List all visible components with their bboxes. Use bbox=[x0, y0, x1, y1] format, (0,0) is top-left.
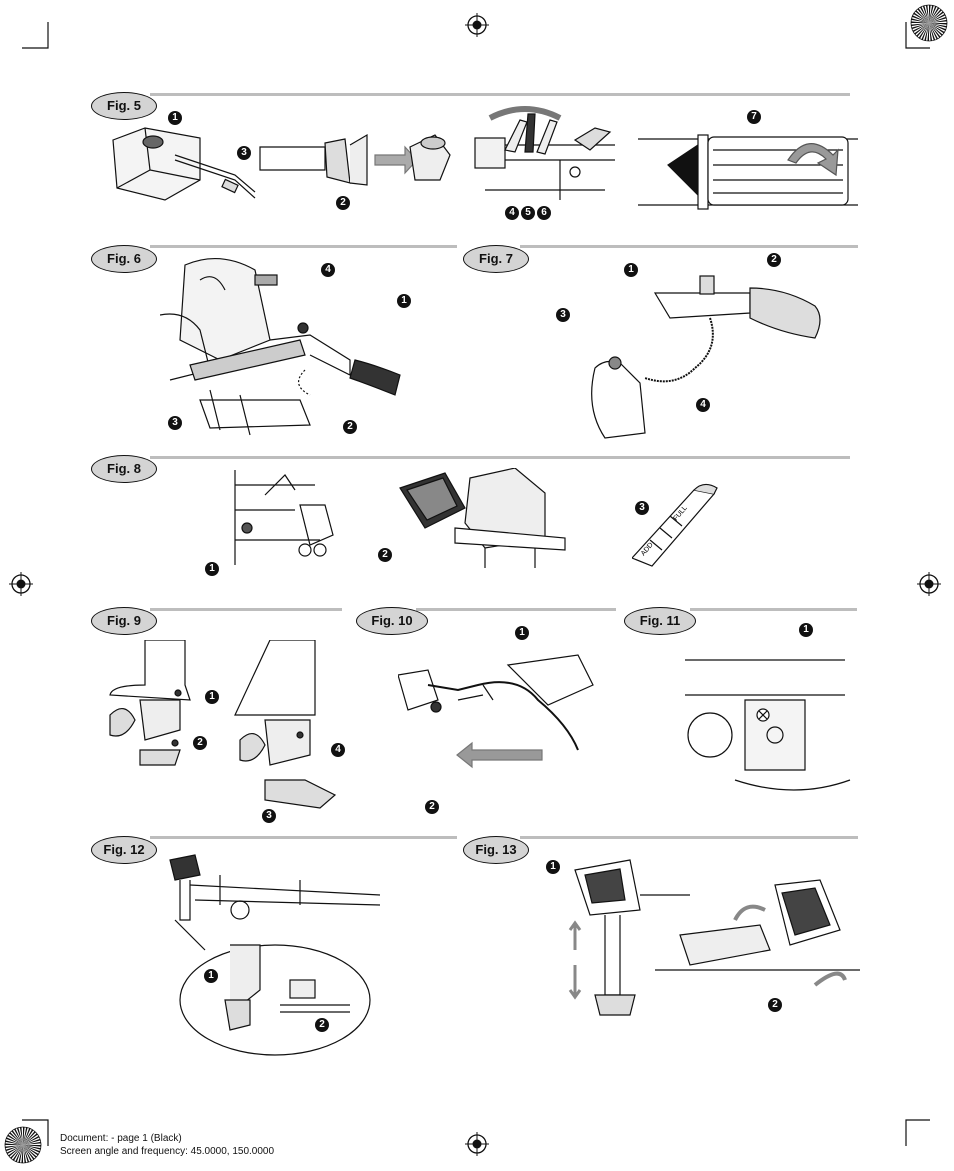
fig9-callout-2: 2 bbox=[193, 736, 207, 750]
registration-mark-icon bbox=[465, 13, 489, 37]
fig13-rule bbox=[520, 836, 858, 839]
fig7-callout-2: 2 bbox=[767, 253, 781, 267]
fig5-rule bbox=[150, 93, 850, 96]
fig12-rule bbox=[150, 836, 457, 839]
fig6-callout-3: 3 bbox=[168, 416, 182, 430]
registration-mark-icon bbox=[465, 1132, 489, 1156]
fig5-illustration-grip bbox=[259, 133, 451, 186]
fig9-callout-3: 3 bbox=[262, 809, 276, 823]
fig5-callout-1: 1 bbox=[168, 111, 182, 125]
starburst-icon bbox=[4, 1126, 42, 1164]
fig6-callout-1: 1 bbox=[397, 294, 411, 308]
fig6-rule bbox=[150, 245, 457, 248]
fig11-illustration bbox=[685, 659, 851, 791]
fig6-illustration bbox=[160, 257, 401, 436]
fig8-illustration-drain bbox=[234, 470, 334, 565]
fig5-illustration-lever bbox=[474, 106, 615, 200]
fig7-callout-3: 3 bbox=[556, 308, 570, 322]
fig7-tag: Fig. 7 bbox=[463, 245, 529, 273]
fig8-illustration-pan bbox=[399, 468, 566, 568]
fig13-callout-2: 2 bbox=[768, 998, 782, 1012]
fig7-illustration bbox=[591, 275, 821, 439]
fig8-rule bbox=[150, 456, 850, 459]
fig11-tag: Fig. 11 bbox=[624, 607, 696, 635]
fig5-callout-5: 5 bbox=[521, 206, 535, 220]
starburst-icon bbox=[910, 4, 948, 42]
fig12-tag: Fig. 12 bbox=[91, 836, 157, 864]
fig9-callout-1: 1 bbox=[205, 690, 219, 704]
fig9-illustration-lower-unit-2 bbox=[234, 640, 337, 809]
fig5-callout-6: 6 bbox=[537, 206, 551, 220]
fig5-callout-4: 4 bbox=[505, 206, 519, 220]
fig12-callout-1: 1 bbox=[204, 969, 218, 983]
fig7-callout-1: 1 bbox=[624, 263, 638, 277]
fig9-illustration-lower-unit-1 bbox=[109, 640, 191, 766]
fig5-tag: Fig. 5 bbox=[91, 92, 157, 120]
fig5-callout-7: 7 bbox=[747, 110, 761, 124]
fig7-callout-4: 4 bbox=[696, 398, 710, 412]
fig10-illustration bbox=[398, 654, 594, 769]
fig9-tag: Fig. 9 bbox=[91, 607, 157, 635]
fig6-callout-4: 4 bbox=[321, 263, 335, 277]
fig13-callout-1: 1 bbox=[546, 860, 560, 874]
fig10-tag: Fig. 10 bbox=[356, 607, 428, 635]
fig10-rule bbox=[416, 608, 616, 611]
fig13-tag: Fig. 13 bbox=[463, 836, 529, 864]
fig7-rule bbox=[520, 245, 858, 248]
fig8-tag: Fig. 8 bbox=[91, 455, 157, 483]
fig8-illustration-dipstick bbox=[632, 483, 718, 567]
fig11-callout-1: 1 bbox=[799, 623, 813, 637]
fig5-illustration-throttle bbox=[638, 134, 858, 210]
fig13-illustration bbox=[568, 859, 860, 1016]
fig10-callout-1: 1 bbox=[515, 626, 529, 640]
fig11-rule bbox=[690, 608, 857, 611]
fig8-callout-2: 2 bbox=[378, 548, 392, 562]
fig5-callout-2: 2 bbox=[336, 196, 350, 210]
registration-mark-icon bbox=[917, 572, 941, 596]
fig12-callout-2: 2 bbox=[315, 1018, 329, 1032]
fig9-rule bbox=[150, 608, 342, 611]
registration-mark-icon bbox=[9, 572, 33, 596]
fig6-callout-2: 2 bbox=[343, 420, 357, 434]
fig12-illustration bbox=[169, 854, 381, 1056]
fig9-callout-4: 4 bbox=[331, 743, 345, 757]
fig5-illustration-tank bbox=[112, 127, 256, 201]
fig6-tag: Fig. 6 bbox=[91, 245, 157, 273]
footer-document-line: Document: - page 1 (Black) bbox=[60, 1133, 182, 1144]
fig8-callout-3: 3 bbox=[635, 501, 649, 515]
fig10-callout-2: 2 bbox=[425, 800, 439, 814]
footer-screen-line: Screen angle and frequency: 45.0000, 150… bbox=[60, 1146, 275, 1157]
fig5-callout-3: 3 bbox=[237, 146, 251, 160]
fig8-callout-1: 1 bbox=[205, 562, 219, 576]
